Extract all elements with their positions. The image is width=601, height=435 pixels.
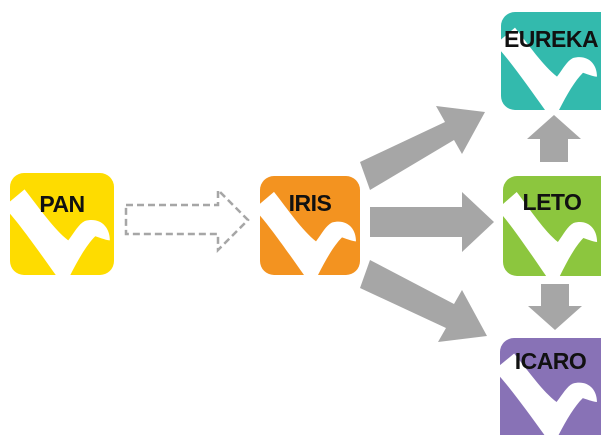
arrow-pan-to-iris: [124, 186, 250, 254]
logo-icon: [10, 189, 110, 275]
logo-icon: [500, 353, 597, 435]
arrow-iris-to-icaro: [360, 260, 487, 342]
node-label: IRIS: [288, 190, 332, 216]
node-pan: PAN: [10, 173, 114, 275]
logo-icon: [501, 27, 597, 110]
node-iris: IRIS: [260, 176, 360, 275]
arrow-leto-to-icaro: [528, 284, 582, 330]
node-label: PAN: [39, 191, 85, 217]
node-label: ICARO: [514, 348, 587, 374]
node-icaro: ICARO: [500, 338, 601, 435]
logo-icon: [503, 192, 598, 276]
node-eureka: EUREKA: [501, 12, 601, 110]
arrow-iris-to-eureka: [360, 106, 485, 190]
node-label: LETO: [522, 189, 582, 215]
arrow-iris-to-leto: [370, 192, 494, 252]
node-leto: LETO: [503, 176, 601, 276]
node-label: EUREKA: [503, 26, 599, 52]
arrow-leto-to-eureka: [527, 115, 581, 162]
logo-icon: [260, 191, 356, 275]
